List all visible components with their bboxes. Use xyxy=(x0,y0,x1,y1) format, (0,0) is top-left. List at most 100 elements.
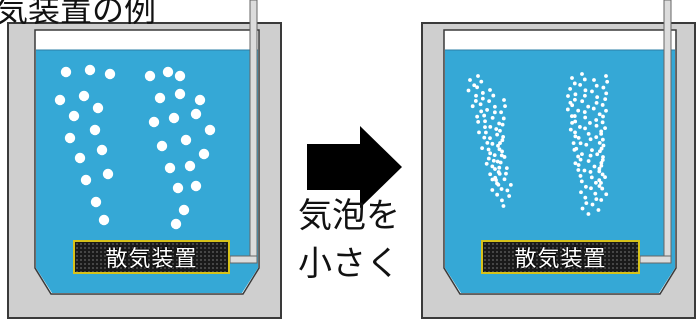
small-bubble xyxy=(485,108,489,112)
small-bubble xyxy=(594,83,599,88)
small-bubble xyxy=(504,171,508,176)
small-bubble xyxy=(580,99,585,104)
small-bubble xyxy=(502,177,507,182)
small-bubble xyxy=(488,88,492,92)
small-bubble xyxy=(480,91,485,95)
small-bubble xyxy=(475,114,480,119)
small-bubble xyxy=(488,124,493,129)
small-bubble xyxy=(495,132,500,137)
small-bubble xyxy=(466,88,471,93)
small-bubble xyxy=(605,79,610,84)
small-bubble xyxy=(597,149,602,154)
small-bubble xyxy=(476,74,480,78)
small-bubble xyxy=(498,128,502,133)
large-bubble xyxy=(168,112,180,124)
small-bubble xyxy=(499,110,503,115)
small-bubble xyxy=(490,141,495,146)
small-bubble xyxy=(597,184,602,188)
large-bubble xyxy=(190,108,202,120)
small-bubble xyxy=(472,83,477,88)
small-bubble xyxy=(495,159,500,164)
small-bubble xyxy=(594,180,598,185)
large-bubble xyxy=(198,148,210,160)
small-bubble xyxy=(592,78,596,82)
large-bubble xyxy=(162,66,174,78)
title: 気装置の例 xyxy=(0,0,157,29)
large-bubble xyxy=(92,102,104,114)
small-bubble xyxy=(573,92,578,97)
small-bubble xyxy=(594,118,599,122)
large-bubble xyxy=(60,66,72,78)
large-bubble xyxy=(172,182,184,194)
small-bubble xyxy=(572,81,577,86)
small-bubble xyxy=(599,163,604,168)
small-bubble xyxy=(492,104,497,109)
small-bubble xyxy=(490,177,495,182)
right-water xyxy=(445,50,675,293)
small-bubble xyxy=(569,114,574,119)
small-bubble xyxy=(592,164,597,169)
small-bubble xyxy=(501,135,506,139)
small-bubble xyxy=(486,156,491,161)
small-bubble xyxy=(597,169,602,174)
small-bubble xyxy=(603,126,607,131)
small-bubble xyxy=(582,168,587,173)
small-bubble xyxy=(603,175,607,180)
large-bubble xyxy=(90,196,102,208)
small-bubble xyxy=(570,76,574,80)
small-bubble xyxy=(479,109,484,114)
small-bubble xyxy=(573,130,577,135)
small-bubble xyxy=(576,135,581,140)
small-bubble xyxy=(505,188,510,193)
small-bubble xyxy=(494,127,499,131)
large-bubble xyxy=(204,124,216,136)
left-diffuser-label: 散気装置 xyxy=(105,247,198,272)
small-bubble xyxy=(588,137,593,142)
large-bubble xyxy=(98,214,110,226)
small-bubble xyxy=(495,181,499,186)
small-bubble xyxy=(476,120,481,124)
small-bubble xyxy=(573,97,577,102)
small-bubble xyxy=(589,175,594,180)
large-bubble xyxy=(156,140,168,152)
large-bubble xyxy=(190,180,202,192)
large-bubble xyxy=(174,70,186,82)
small-bubble xyxy=(600,120,605,125)
small-bubble xyxy=(492,153,497,158)
left-bubbles xyxy=(54,64,216,230)
small-bubble xyxy=(576,154,581,159)
small-bubble xyxy=(498,160,503,165)
large-bubble xyxy=(80,174,92,186)
small-bubble xyxy=(601,155,605,159)
large-bubble xyxy=(194,94,206,106)
middle-text-line2: 小さく xyxy=(298,244,400,284)
small-bubble xyxy=(597,178,602,183)
right-diffuser: 散気装置 xyxy=(481,240,640,274)
small-bubble xyxy=(484,161,489,166)
small-bubble xyxy=(479,79,484,84)
small-bubble xyxy=(579,179,584,184)
small-bubble xyxy=(597,112,602,117)
large-bubble xyxy=(89,124,101,136)
left-pipe xyxy=(229,0,258,264)
small-bubble xyxy=(579,190,583,195)
small-bubble xyxy=(601,85,606,90)
small-bubble xyxy=(483,125,487,130)
large-bubble xyxy=(174,88,186,100)
small-bubble xyxy=(565,107,570,112)
small-bubble xyxy=(492,110,497,115)
small-bubble xyxy=(586,131,591,136)
large-bubble xyxy=(184,160,196,172)
large-bubble xyxy=(84,64,96,76)
small-bubble xyxy=(473,99,478,103)
small-bubble xyxy=(573,161,578,166)
small-bubble xyxy=(594,100,599,105)
small-bubble xyxy=(494,178,498,182)
large-bubble xyxy=(68,110,80,122)
large-bubble xyxy=(96,144,108,156)
small-bubble xyxy=(580,206,585,211)
small-bubble xyxy=(580,72,584,76)
small-bubble xyxy=(570,121,574,125)
small-bubble xyxy=(600,137,605,142)
small-bubble xyxy=(500,122,505,127)
